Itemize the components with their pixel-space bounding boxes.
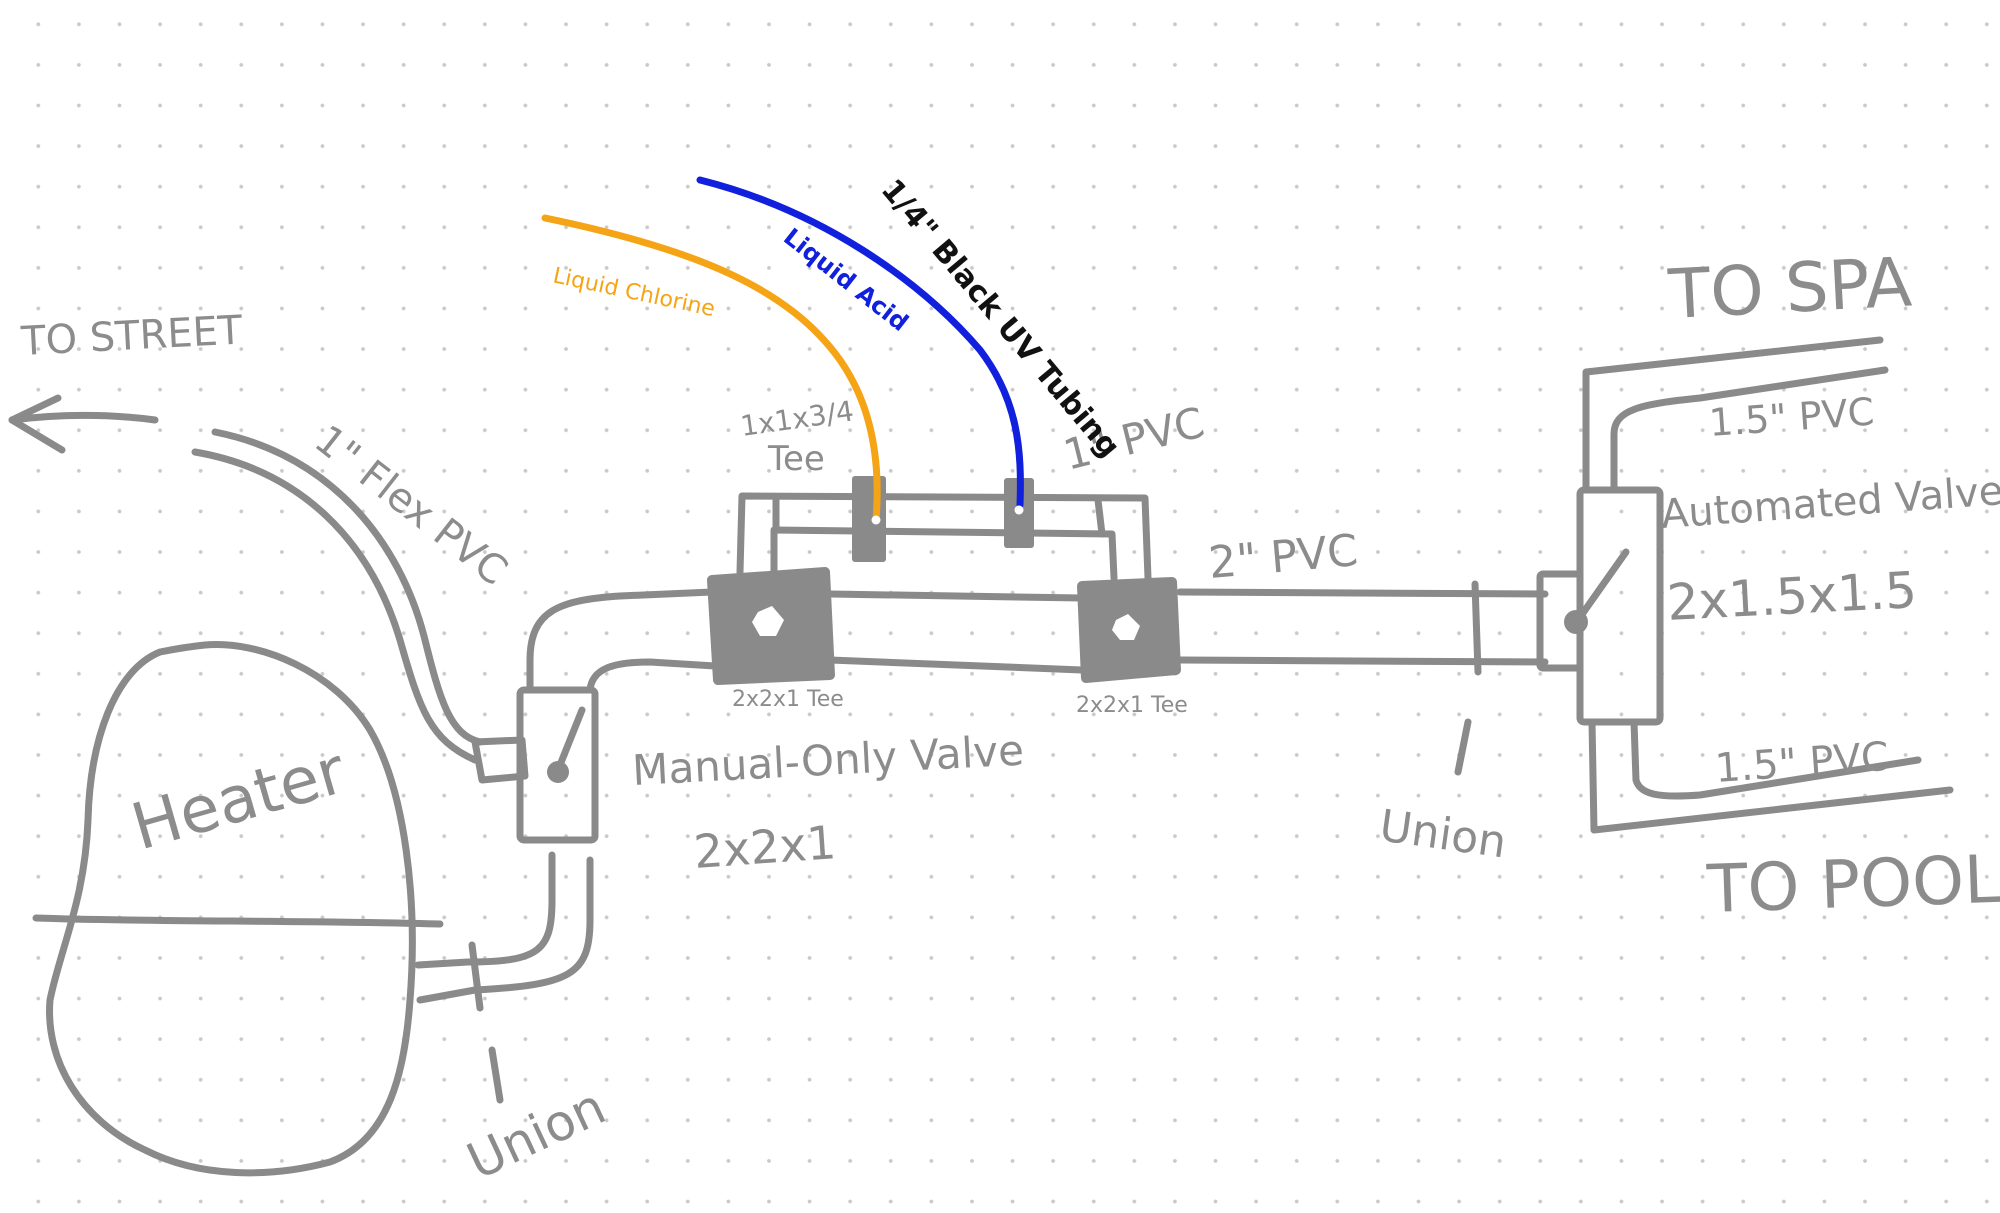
manual-valve-size: 2x2x1 [692,815,838,879]
tee-left-label: 2x2x1 Tee [732,687,844,712]
liquid-chlorine-tube [541,214,881,524]
heater-outlet-pipe [414,851,594,1004]
manual-valve-body [516,686,599,844]
to-spa-label: TO SPA [1666,243,1914,335]
heater-label: Heater [124,734,354,865]
union-right-label: Union [1376,800,1509,868]
tee-left-port [752,606,784,636]
valve-handle-icon [1564,548,1630,634]
two-inch-pvc-label: 2" PVC [1207,525,1360,589]
to-pool-label: TO POOL [1705,841,2000,928]
liquid-chlorine-label: Liquid Chlorine [551,263,717,322]
manual-valve-pivot [547,761,569,783]
tee-fitting-icon [707,567,835,685]
heater-body [46,640,416,1177]
flex-pvc-pipe [191,428,529,784]
acid-tube-end [1014,505,1024,515]
tee-right-port [1112,614,1140,640]
pool-pvc-label: 1.5" PVC [1713,734,1890,792]
union-right-fitting [1471,580,1482,676]
automated-valve-size: 2x1.5x1.5 [1666,561,1919,632]
valve-handle-icon [547,706,586,783]
to-street-group: TO STREET [8,307,244,454]
one-inch-bypass-pipe [736,492,1152,582]
union-fitting-icon [468,941,484,1012]
heater-divider [32,914,444,928]
heater: Heater [32,640,444,1177]
manual-valve-label: Manual-Only Valve [631,726,1025,795]
automated-valve-body [1576,486,1664,726]
manual-valve [516,686,599,844]
small-tee-word-label: Tee [767,439,825,479]
union-right-pointer [1454,718,1472,776]
chlorine-injection-tee [852,476,886,562]
automated-valve-pivot [1564,610,1588,634]
liquid-acid-tube [696,176,1024,509]
automated-valve [1536,486,1664,726]
chlorine-tube-end [871,515,881,525]
main-pipe [526,588,1549,694]
spa-pvc-label: 1.5" PVC [1708,390,1876,445]
arrow-left-icon [8,394,159,454]
tee-right-fitting [1077,577,1181,683]
tubing-label: 1/4" Black UV Tubing [874,173,1127,465]
flex-pvc-label: 1" Flex PVC [306,417,516,595]
tee-right-label: 2x2x1 Tee [1076,693,1188,718]
spa-pipe [1582,336,1889,494]
small-tee-size-label: 1x1x3/4 [738,394,855,443]
to-street-label: TO STREET [19,307,244,365]
automated-valve-label: Automated Valve [1659,468,2000,538]
pool-pipe [1588,718,1954,834]
union-left-pointer [488,1046,504,1104]
union-left-label: Union [459,1077,614,1191]
